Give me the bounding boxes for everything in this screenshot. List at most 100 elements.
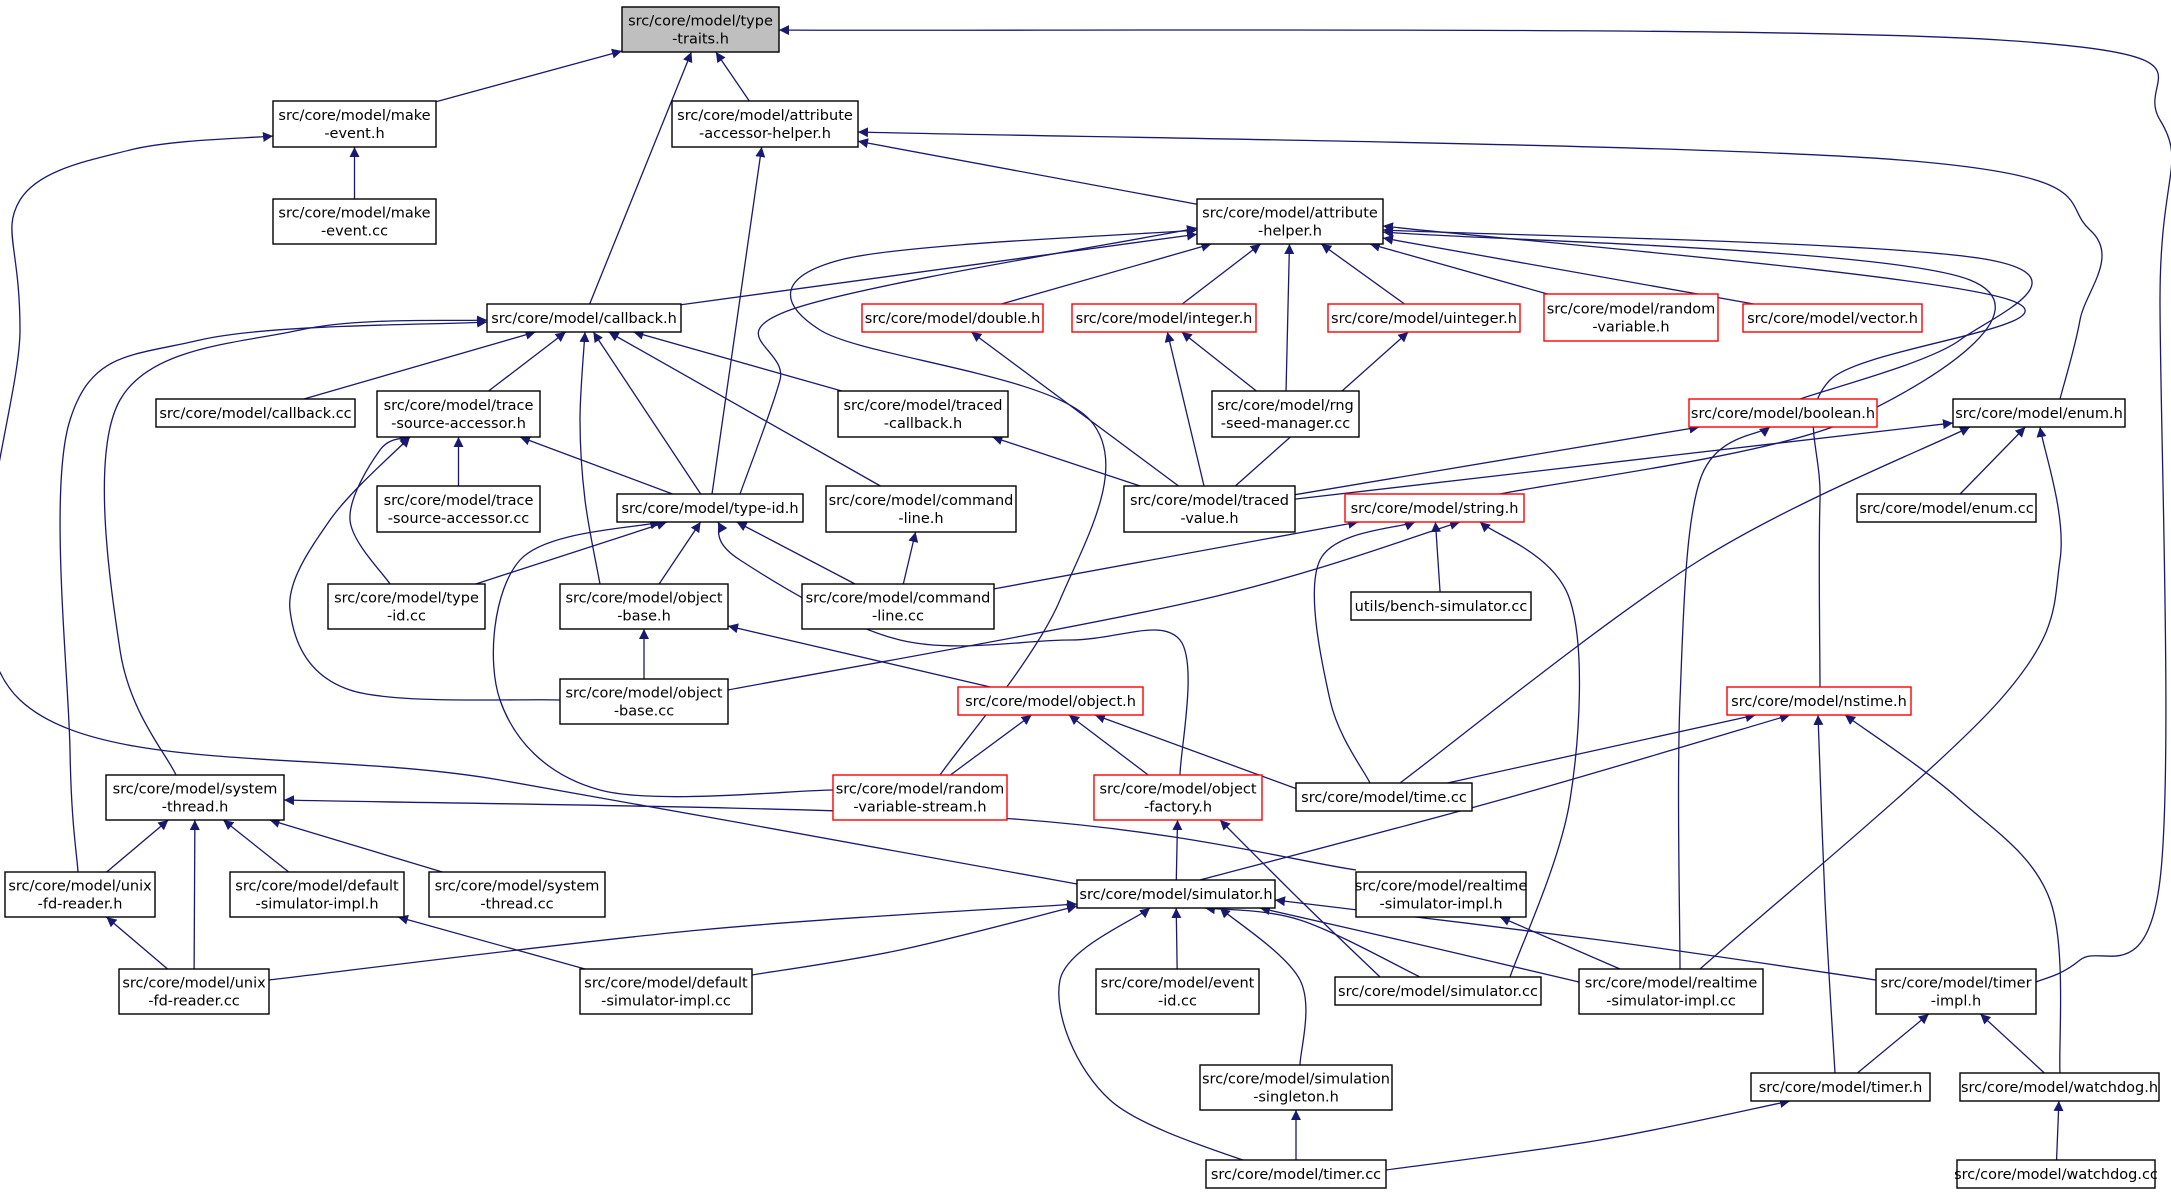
node-box	[1688, 398, 1878, 428]
file-node-type-id-h[interactable]: src/core/model/type-id.h	[616, 493, 804, 523]
node-box	[1095, 968, 1260, 1015]
dependency-edge-command_line_cc-to-type_id_h	[736, 521, 856, 585]
dependency-edge-type_id_h-to-attr_accessor	[711, 146, 766, 495]
edge-line	[189, 819, 200, 970]
file-node-rv-stream-h[interactable]: src/core/model/random-variable-stream.h	[832, 774, 1008, 821]
file-node-string-h[interactable]: src/core/model/string.h	[1344, 493, 1525, 523]
file-node-realtime-sim-h[interactable]: src/core/model/realtime-simulator-impl.h	[1355, 871, 1528, 918]
file-node-event-id-cc[interactable]: src/core/model/event-id.cc	[1095, 968, 1260, 1015]
edge-line	[1382, 225, 2033, 400]
edge-line	[1399, 426, 1971, 784]
file-node-type-id-cc[interactable]: src/core/model/type-id.cc	[327, 583, 486, 630]
file-node-make-event-cc[interactable]: src/core/model/make-event.cc	[272, 198, 437, 245]
dependency-edge-time_cc-to-string_h	[1313, 521, 1416, 784]
node-label-line: src/core/model/object.h	[965, 694, 1136, 710]
file-node-system-thread-cc[interactable]: src/core/model/system-thread.cc	[428, 871, 606, 918]
node-box	[327, 583, 486, 630]
node-box	[4, 871, 156, 918]
file-node-timer-h[interactable]: src/core/model/timer.h	[1750, 1072, 1931, 1102]
dependency-edge-object_base_cc-to-string_h	[727, 520, 1461, 691]
node-label-line: src/core/model/nstime.h	[1731, 694, 1907, 710]
file-node-default-sim-h[interactable]: src/core/model/default-simulator-impl.h	[229, 871, 405, 918]
edge-line	[1813, 714, 1836, 1074]
dependency-edge-traced_value_h-to-traced_cb_h	[992, 435, 1141, 487]
file-node-callback-h[interactable]: src/core/model/callback.h	[486, 303, 682, 333]
edge-line	[1447, 712, 1756, 784]
file-node-traced-cb-h[interactable]: src/core/model/traced-callback.h	[837, 390, 1009, 438]
file-node-watchdog-h[interactable]: src/core/model/watchdog.h	[1959, 1072, 2160, 1102]
file-node-command-line-h[interactable]: src/core/model/command-line.h	[825, 485, 1017, 533]
dependency-edge-rng_seed_cc-to-attr_helper	[1284, 243, 1295, 392]
file-node-trace-src-cc[interactable]: src/core/model/trace-source-accessor.cc	[376, 485, 541, 533]
file-node-attr-accessor[interactable]: src/core/model/attribute-accessor-helper…	[671, 100, 859, 148]
edge-line	[1219, 819, 1381, 978]
node-box	[1726, 686, 1912, 716]
dependency-edge-timer_impl_h-to-simulator_h	[1274, 896, 1877, 981]
file-node-command-line-cc[interactable]: src/core/model/command-line.cc	[801, 583, 995, 630]
file-node-time-cc[interactable]: src/core/model/time.cc	[1295, 782, 1473, 812]
file-node-integer-h[interactable]: src/core/model/integer.h	[1071, 303, 1257, 333]
file-node-enum-cc[interactable]: src/core/model/enum.cc	[1856, 493, 2037, 523]
file-node-timer-impl-h[interactable]: src/core/model/timer-impl.h	[1875, 968, 2037, 1015]
dependency-edge-vector_h-to-attr_helper	[1382, 234, 1754, 305]
dependency-edge-simulator_cc-to-object_factory_h	[1219, 819, 1381, 978]
edge-line	[1094, 713, 1301, 791]
file-node-vector-h[interactable]: src/core/model/vector.h	[1742, 303, 1923, 333]
file-node-traced-value-h[interactable]: src/core/model/traced-value.h	[1123, 485, 1296, 533]
node-box	[272, 198, 437, 245]
file-node-unix-fd-h[interactable]: src/core/model/unix-fd-reader.h	[4, 871, 156, 918]
node-box	[957, 686, 1144, 716]
file-node-object-base-h[interactable]: src/core/model/object-base.h	[559, 583, 729, 630]
file-node-default-sim-cc[interactable]: src/core/model/default-simulator-impl.cc	[579, 968, 753, 1015]
file-node-timer-cc[interactable]: src/core/model/timer.cc	[1205, 1159, 1387, 1189]
edge-line	[268, 899, 1078, 981]
file-node-simulation-singleton-h[interactable]: src/core/model/simulation-singleton.h	[1199, 1064, 1393, 1111]
file-node-object-base-cc[interactable]: src/core/model/object-base.cc	[559, 678, 729, 725]
file-node-attr-helper[interactable]: src/core/model/attribute-helper.h	[1196, 198, 1384, 245]
node-box	[1205, 1159, 1387, 1189]
file-node-nstime-h[interactable]: src/core/model/nstime.h	[1726, 686, 1912, 716]
file-node-system-thread-h[interactable]: src/core/model/system-thread.h	[105, 774, 285, 821]
file-node-double-h[interactable]: src/core/model/double.h	[861, 303, 1044, 333]
dependency-edge-callback_cc-to-callback_h	[303, 329, 536, 400]
file-node-type-traits[interactable]: src/core/model/type-traits.h	[621, 6, 780, 53]
file-node-boolean-h[interactable]: src/core/model/boolean.h	[1688, 398, 1878, 428]
file-node-make-event-h[interactable]: src/core/model/make-event.h	[272, 100, 437, 148]
file-node-simulator-cc[interactable]: src/core/model/simulator.cc	[1334, 976, 1542, 1006]
edge-line	[1294, 419, 1954, 500]
file-node-watchdog-cc[interactable]: src/core/model/watchdog.cc	[1954, 1159, 2158, 1189]
file-node-callback-cc[interactable]: src/core/model/callback.cc	[155, 398, 356, 428]
edge-line	[992, 435, 1141, 487]
edge-line	[1259, 905, 1580, 983]
dependency-edge-boolean_h-to-attr_helper	[1382, 225, 2033, 400]
file-node-object-factory-h[interactable]: src/core/model/object-factory.h	[1093, 774, 1263, 821]
file-node-realtime-sim-cc[interactable]: src/core/model/realtime-simulator-impl.c…	[1578, 968, 1764, 1015]
dependency-edge-attr_helper-to-attr_accessor	[857, 138, 1198, 205]
file-node-rng-seed-cc[interactable]: src/core/model/rng-seed-manager.cc	[1211, 390, 1360, 438]
edge-line	[736, 521, 856, 585]
node-label-line: src/core/model/timer	[1880, 976, 2031, 992]
file-node-trace-src-h[interactable]: src/core/model/trace-source-accessor.h	[376, 390, 541, 438]
node-box	[1355, 871, 1527, 918]
file-node-bench-sim-cc[interactable]: utils/bench-simulator.cc	[1350, 591, 1532, 621]
dependency-edge-time_cc-to-object_h	[1094, 713, 1301, 791]
edge-line	[1181, 243, 1262, 305]
node-box	[1956, 1159, 2156, 1189]
file-node-simulator-h[interactable]: src/core/model/simulator.h	[1076, 879, 1276, 909]
edge-line	[1284, 243, 1295, 392]
node-label-line: -singleton.h	[1253, 1090, 1339, 1106]
node-box	[376, 390, 541, 438]
dependency-edge-watchdog_h-to-timer_impl_h	[1979, 1013, 2045, 1074]
edge-line	[1431, 521, 1442, 593]
file-node-uinteger-h[interactable]: src/core/model/uinteger.h	[1327, 303, 1521, 333]
node-box	[1543, 293, 1719, 342]
file-node-enum-h[interactable]: src/core/model/enum.h	[1952, 398, 2126, 428]
edge-line	[492, 519, 834, 798]
file-node-object-h[interactable]: src/core/model/object.h	[957, 686, 1144, 716]
file-node-unix-fd-cc[interactable]: src/core/model/unix-fd-reader.cc	[118, 968, 270, 1015]
node-label-line: src/core/model/command	[806, 591, 991, 607]
node-label-line: -thread.cc	[480, 897, 553, 913]
file-node-random-variable-h[interactable]: src/core/model/random-variable.h	[1543, 293, 1719, 342]
dependency-edge-enum_cc-to-enum_h	[1959, 426, 2026, 495]
node-label-line: src/core/model/traced	[843, 398, 1002, 414]
